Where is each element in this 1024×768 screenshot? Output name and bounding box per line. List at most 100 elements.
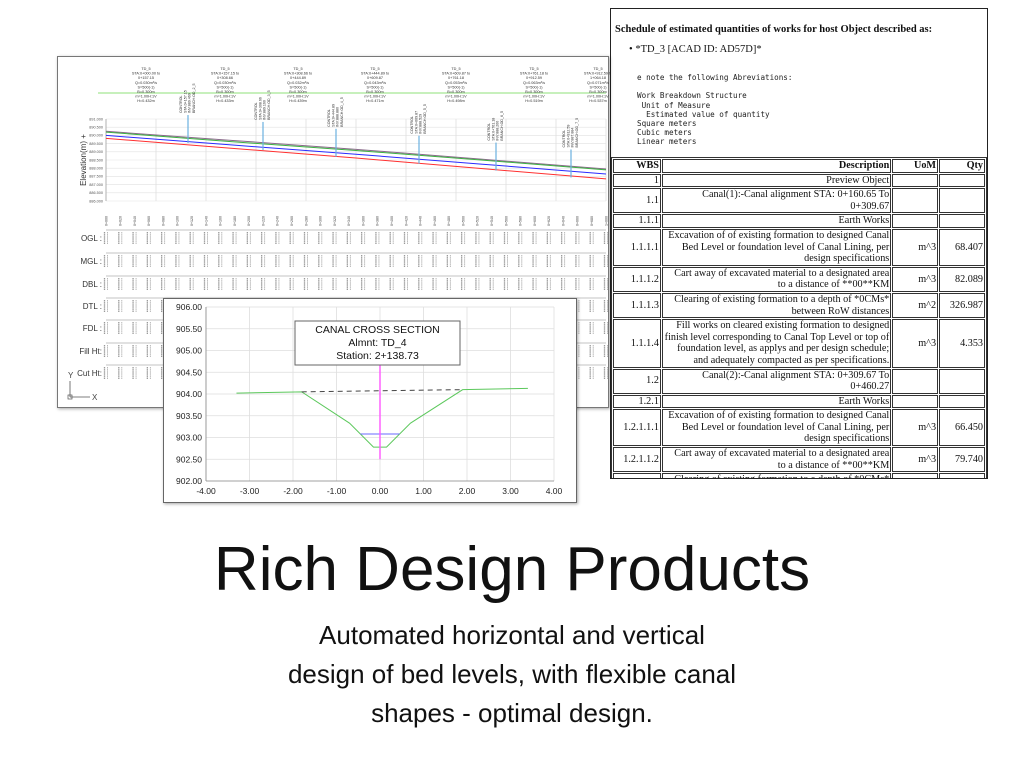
cell-uom <box>892 188 939 214</box>
subtitle-line: shapes - optimal design. <box>371 698 653 728</box>
cell-qty: 79.740 <box>939 447 985 473</box>
cell-qty <box>939 214 985 228</box>
control-label: STA:0+761.18 <box>491 118 495 141</box>
control-label: STA:0+609.87 <box>414 111 418 134</box>
x-tick-label: 0+580 <box>519 216 523 226</box>
x-tick-label: 0+540 <box>490 216 494 226</box>
control-label: BRANCH:OD_5_5 <box>423 104 427 134</box>
cell-desc: Earth Works <box>661 394 892 409</box>
reach-label: B=0.300m <box>447 90 464 94</box>
reach-label: STA:0+761.18 to <box>520 72 548 76</box>
control-label: BRANCH:OD_7_5 <box>575 118 579 148</box>
abbreviation-line: Cubic meters <box>637 128 692 138</box>
ucs-icon-origin <box>67 394 73 400</box>
cell-uom: m^3 <box>892 409 939 447</box>
x-tick-label: 0+360 <box>361 216 365 226</box>
reach-label: STA:0+609.87 to <box>442 72 470 76</box>
control-label: INV:888.880 <box>336 107 340 127</box>
y-tick-label: 904.00 <box>176 389 202 399</box>
quantity-schedule-document: Schedule of estimated quantities of work… <box>610 8 988 479</box>
reach-label: S=500(-1) <box>590 85 608 89</box>
control-label: CONTROL <box>254 102 258 120</box>
cell-desc: Cart away of excavated material to a des… <box>661 447 892 473</box>
cell-qty <box>939 368 985 394</box>
y-tick-label: 904.50 <box>176 367 202 377</box>
reach-label: STA:0+912.59 to <box>584 72 610 76</box>
cell-qty <box>939 188 985 214</box>
chart-title-box <box>294 320 461 366</box>
reach-label: S=500(-1) <box>138 85 156 89</box>
reach-label: Q=0.053m³/s <box>445 81 467 85</box>
profile-series-line <box>105 137 607 180</box>
reach-label: S=500(-1) <box>526 85 544 89</box>
x-tick-label: 0+420 <box>404 216 408 226</box>
ground-profile-line <box>236 387 528 448</box>
cell-desc: Clearing of existing formation to a dept… <box>661 473 892 478</box>
reach-label: TD_5 <box>220 67 229 71</box>
control-label: INV:887.884 <box>571 128 575 148</box>
cell-wbs: 1.1.1.2 <box>613 266 661 292</box>
x-tick-label: 0+120 <box>190 216 194 226</box>
cell-desc: Excavation of of existing formation to d… <box>661 409 892 447</box>
reach-label: TD_5 <box>370 67 379 71</box>
reach-label: B=0.300m <box>137 90 154 94</box>
reach-label: Q=0.032m³/s <box>287 81 309 85</box>
design-top-dashed-line <box>301 389 463 393</box>
x-tick-label: 0+140 <box>204 216 208 226</box>
x-tick-label: 0+300 <box>319 216 323 226</box>
row-label: OGL : <box>81 234 102 243</box>
x-tick-label: 1.00 <box>415 486 432 496</box>
cell-wbs: 1.2.1.1.1 <box>613 409 661 447</box>
control-label: BRANCH:OD_6_5 <box>500 111 504 141</box>
x-tick-label: 3.00 <box>502 486 519 496</box>
reach-label: Q=0.043m³/s <box>364 81 386 85</box>
cell-qty: 4.353 <box>939 319 985 368</box>
reach-label: Q=0.030m³/s <box>135 81 157 85</box>
reach-label: 0+609.87 <box>367 76 383 80</box>
row-label: DBL : <box>82 280 102 289</box>
abbreviation-line: Unit of Measure <box>637 100 711 110</box>
abbreviation-line: e note the following Abreviations: <box>637 73 793 82</box>
control-label: CONTROL <box>327 109 331 127</box>
cell-uom: m^2 <box>892 292 939 319</box>
abbreviation-line: Square meters <box>637 118 697 128</box>
x-tick-label: 0+640 <box>561 216 565 226</box>
reach-label: 0+444.89 <box>290 76 306 80</box>
y-tick-label: 890.000 <box>89 134 103 138</box>
x-tick-label: 0+460 <box>433 216 437 226</box>
reach-label: Q=0.030m³/s <box>214 81 236 85</box>
reach-label: TD_5 <box>529 67 538 71</box>
cell-wbs: 1.2.1.1.3 <box>613 473 661 478</box>
cell-wbs: 1.1.1 <box>613 214 661 228</box>
cell-qty <box>939 173 985 188</box>
reach-label: S=500(-1) <box>448 85 466 89</box>
reach-label: H=0.471m <box>366 99 384 103</box>
cell-desc: Excavation of of existing formation to d… <box>661 228 892 266</box>
reach-label: H=0.498m <box>447 99 465 103</box>
x-tick-label: -1.00 <box>327 486 347 496</box>
y-tick-label: 903.00 <box>176 433 202 443</box>
reach-label: 0+912.59 <box>526 76 542 80</box>
subtitle-line: design of bed levels, with flexible cana… <box>287 659 737 689</box>
abbreviation-line: Work Breakdown Structure <box>637 91 747 101</box>
y-tick-label: 886.500 <box>89 191 103 195</box>
x-tick-label: 0+520 <box>476 216 480 226</box>
reach-label: TD_5 <box>293 67 302 71</box>
profile-series-line <box>105 131 607 171</box>
reach-label: STA:0+308.66 to <box>284 72 312 76</box>
cell-qty: 68.407 <box>939 228 985 266</box>
column-header-description: Description <box>661 159 892 173</box>
cell-wbs: 1.1.1.3 <box>613 292 661 319</box>
reach-label: H=0.433m <box>216 99 234 103</box>
